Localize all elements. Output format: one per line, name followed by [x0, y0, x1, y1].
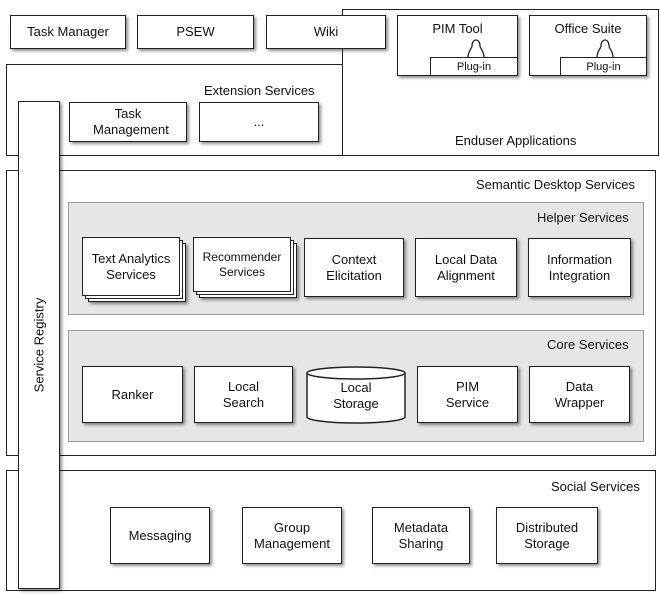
pim-plugin-connector-icon: [467, 39, 485, 59]
local-search-service[interactable]: Local Search: [194, 366, 293, 423]
semantic-desktop-services-title: Semantic Desktop Services: [476, 177, 635, 192]
task-management-label: Task Management: [93, 106, 169, 137]
recommender-services[interactable]: Recommender Services: [193, 237, 291, 292]
task-manager-app[interactable]: Task Manager: [10, 15, 126, 49]
helper-services-title: Helper Services: [537, 210, 629, 225]
psew-app[interactable]: PSEW: [137, 15, 254, 49]
social-services-title: Social Services: [551, 479, 640, 494]
ranker-service[interactable]: Ranker: [82, 366, 183, 423]
more-extensions-box[interactable]: ...: [199, 102, 319, 142]
data-wrapper-label: Data Wrapper: [554, 378, 605, 410]
distributed-storage-label: Distributed Storage: [515, 519, 579, 551]
group-management-service[interactable]: Group Management: [242, 507, 342, 564]
context-elicitation-service[interactable]: Context Elicitation: [304, 238, 404, 297]
information-integration-service[interactable]: Information Integration: [528, 238, 631, 297]
metadata-sharing-service[interactable]: Metadata Sharing: [372, 507, 470, 564]
pim-tool-label: PIM Tool: [432, 21, 483, 36]
local-storage-cylinder-icon[interactable]: [305, 365, 407, 425]
pim-tool-plugin[interactable]: Plug-in: [430, 57, 518, 76]
local-data-alignment-service[interactable]: Local Data Alignment: [415, 238, 517, 297]
local-search-label: Local Search: [222, 378, 265, 410]
service-registry-label: Service Registry: [31, 297, 47, 393]
metadata-sharing-label: Metadata Sharing: [393, 519, 449, 551]
office-plugin-connector-icon: [596, 39, 614, 59]
office-suite-label: Office Suite: [554, 21, 622, 36]
pim-service-label: PIM Service: [445, 378, 490, 410]
recommender-label: Recommender Services: [202, 249, 282, 279]
distributed-storage-service[interactable]: Distributed Storage: [496, 507, 598, 564]
text-analytics-services[interactable]: Text Analytics Services: [82, 237, 180, 296]
office-suite-plugin[interactable]: Plug-in: [560, 57, 647, 76]
messaging-service[interactable]: Messaging: [110, 507, 210, 564]
text-analytics-label: Text Analytics Services: [91, 250, 171, 282]
group-management-label: Group Management: [254, 519, 330, 551]
pim-service[interactable]: PIM Service: [417, 366, 518, 423]
information-integration-label: Information Integration: [546, 251, 613, 283]
task-management-service[interactable]: Task Management: [69, 102, 187, 142]
extension-services-title: Extension Services: [204, 83, 315, 98]
local-data-alignment-label: Local Data Alignment: [434, 251, 498, 283]
local-storage-label: Local Storage: [333, 380, 379, 411]
service-registry[interactable]: Service Registry: [18, 101, 60, 589]
enduser-applications-title: Enduser Applications: [455, 133, 577, 148]
data-wrapper-service[interactable]: Data Wrapper: [529, 366, 630, 423]
core-services-title: Core Services: [547, 337, 629, 352]
wiki-app[interactable]: Wiki: [266, 15, 386, 49]
context-elicitation-label: Context Elicitation: [326, 251, 382, 283]
